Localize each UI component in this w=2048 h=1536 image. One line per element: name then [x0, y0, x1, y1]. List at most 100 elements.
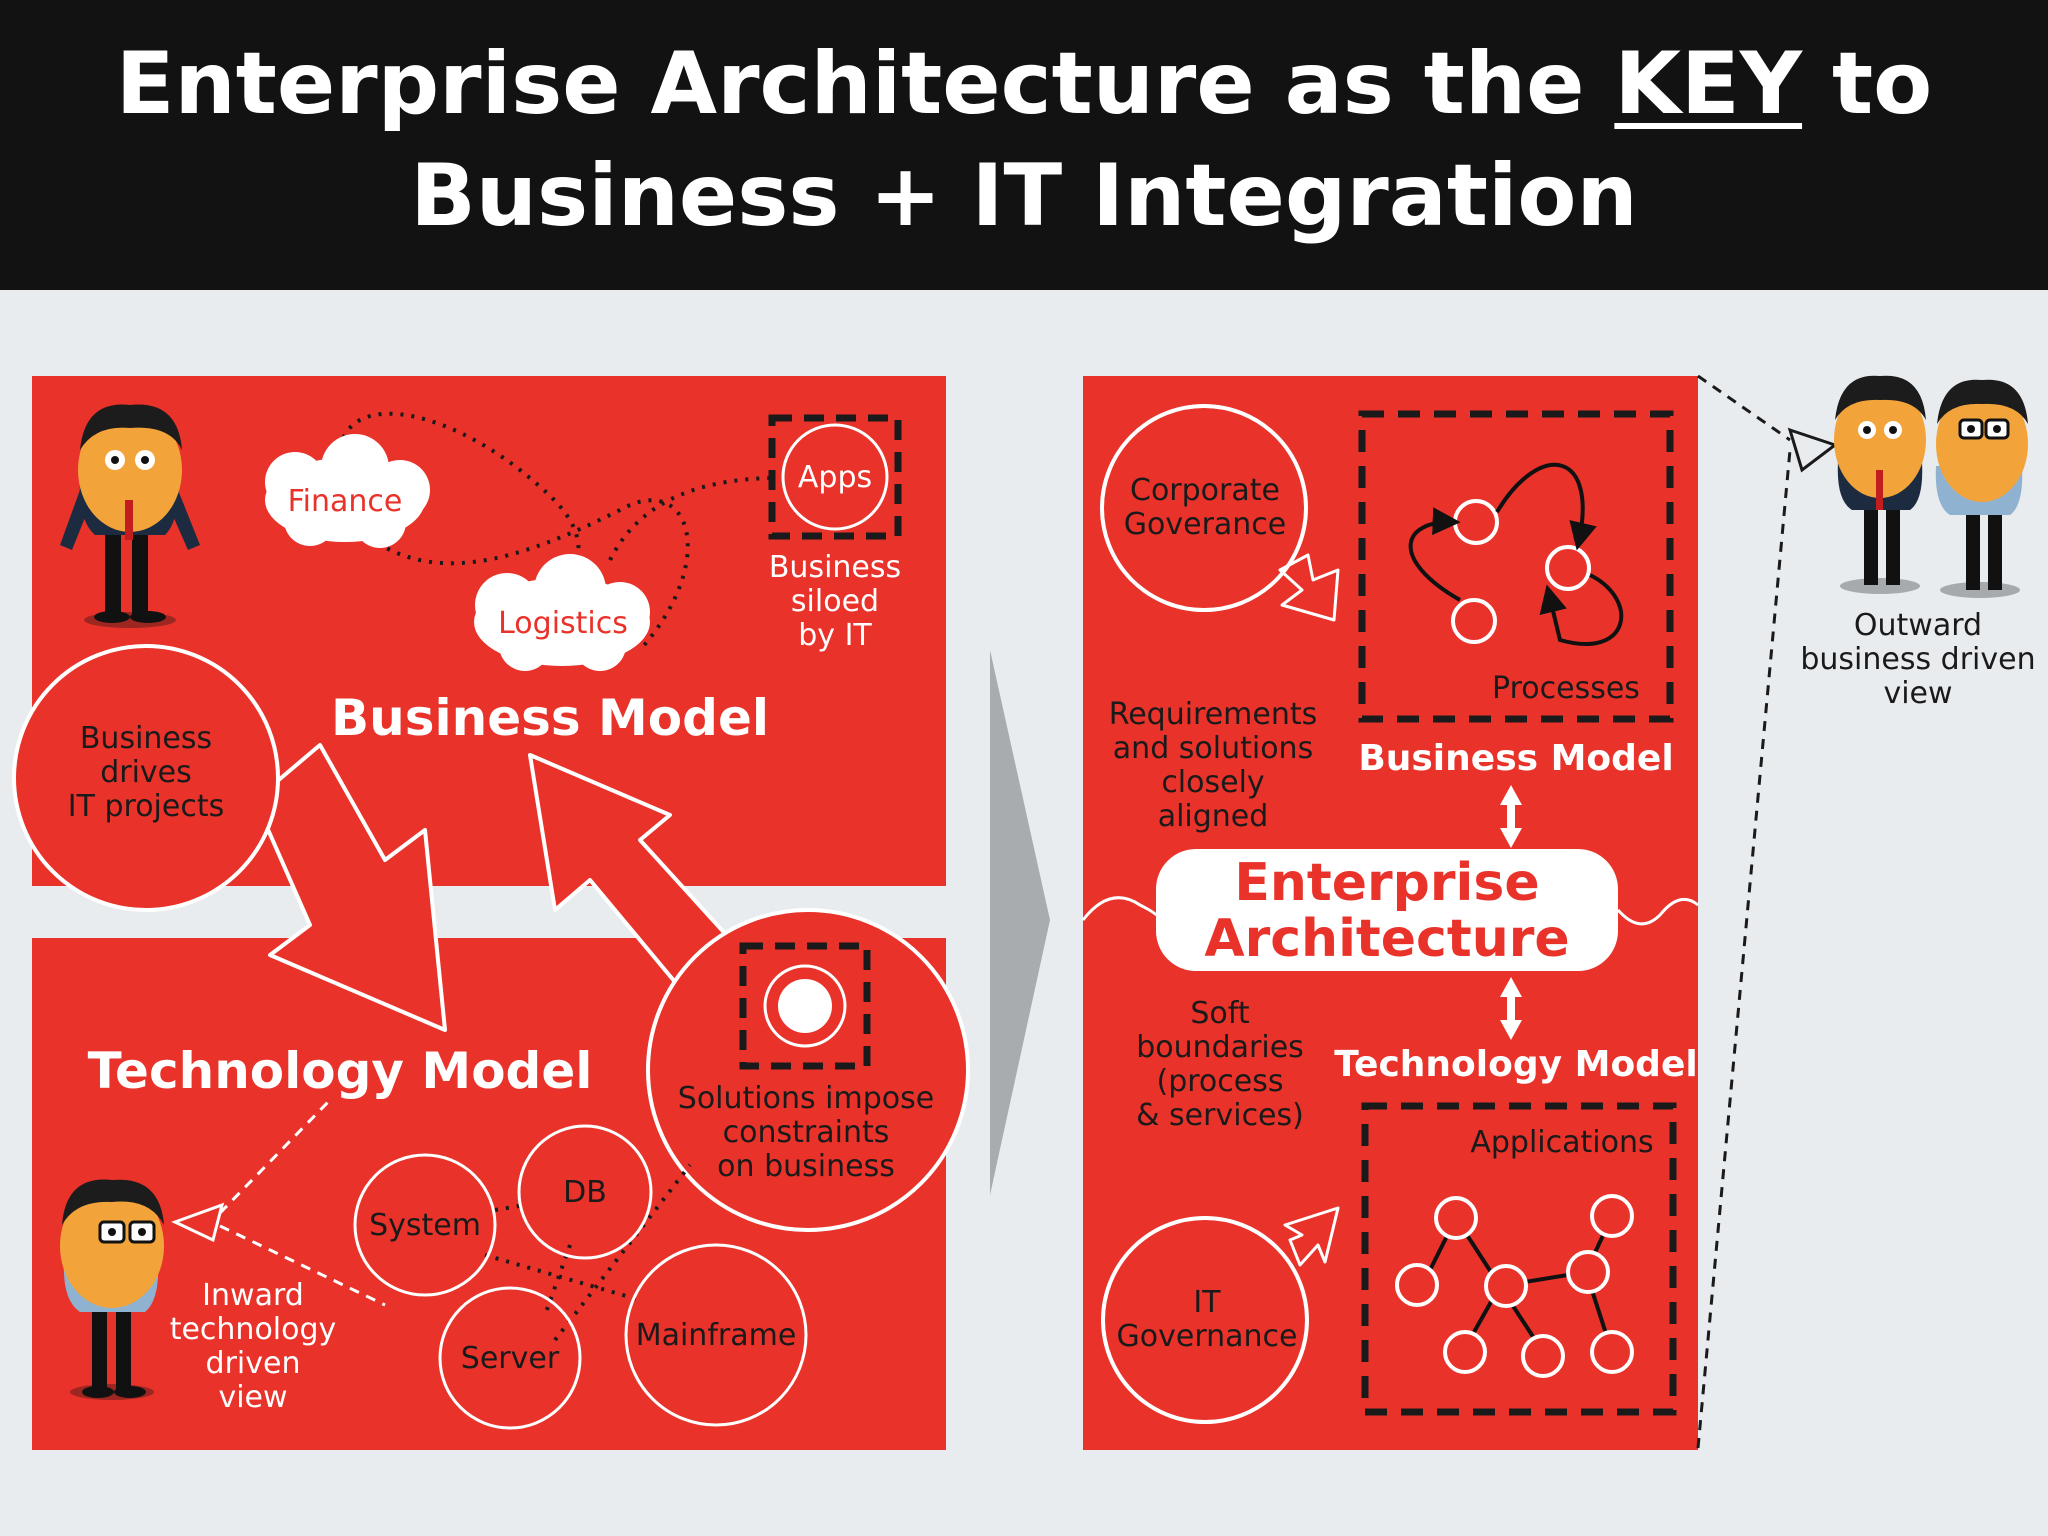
db-node	[517, 1124, 653, 1260]
silo-connector-line	[608, 476, 771, 561]
title-bar: Enterprise Architecture as the KEY to Bu…	[0, 0, 2048, 290]
soft-boundaries-line: & services)	[1136, 1098, 1304, 1133]
outward-view-lines	[1696, 374, 1792, 1449]
solutions-impose-line: Solutions impose	[678, 1081, 934, 1116]
outward-view-line: view	[1883, 676, 1952, 711]
requirements-text: Requirements and solutions closely align…	[1109, 697, 1318, 834]
business-model-heading: Business Model	[331, 689, 769, 747]
outward-business-person-icon	[1834, 375, 1926, 594]
processes-label: Processes	[1492, 671, 1640, 706]
applications-label: Applications	[1470, 1125, 1653, 1160]
business-siloed-line: by IT	[798, 618, 872, 653]
finance-cloud: Finance	[265, 434, 430, 548]
requirements-line: closely	[1161, 765, 1264, 800]
soft-boundaries-line: boundaries	[1136, 1030, 1304, 1065]
inward-view-lines	[218, 1098, 386, 1307]
process-node	[1545, 545, 1591, 591]
inward-view-line: Inward	[202, 1278, 304, 1313]
solution-dot	[778, 979, 832, 1033]
title-text-end: to	[1802, 34, 1933, 134]
business-drives-text: Business drives IT projects	[68, 721, 224, 824]
slide-title-line-2: Business + IT Integration	[410, 146, 1638, 246]
finance-label: Finance	[288, 484, 403, 519]
enterprise-architecture-text: Enterprise Architecture	[1204, 853, 1569, 969]
logistics-cloud: Logistics	[474, 554, 650, 671]
process-node	[1451, 598, 1497, 644]
server-label: Server	[461, 1341, 560, 1376]
outward-view-line: Outward	[1854, 608, 1982, 643]
system-label: System	[369, 1208, 481, 1243]
it-governance-outline-arrow	[1283, 1206, 1340, 1267]
double-arrow-icon	[1500, 977, 1522, 1040]
business-drives-circle	[12, 644, 280, 912]
process-flow-arrow	[1408, 507, 1461, 602]
inward-view-line: driven	[206, 1346, 301, 1381]
technology-model-heading: Technology Model	[88, 1042, 593, 1100]
enterprise-architecture-line: Enterprise	[1234, 853, 1539, 913]
business-drives-line: drives	[100, 755, 192, 790]
corporate-governance-line: Goverance	[1124, 507, 1287, 542]
apps-dashed-box	[768, 414, 902, 540]
outward-eye-icon	[1787, 427, 1839, 473]
right-technology-model-heading: Technology Model	[1334, 1044, 1697, 1085]
application-network	[1395, 1194, 1634, 1378]
system-node	[353, 1153, 497, 1297]
business-drives-arrow	[253, 743, 447, 1032]
it-governance-circle	[1101, 1216, 1309, 1424]
solutions-impose-line: on business	[717, 1149, 895, 1184]
solution-ring	[763, 964, 847, 1048]
title-text: Enterprise Architecture as the	[115, 34, 1615, 134]
logistics-label: Logistics	[498, 606, 628, 641]
corporate-governance-text: Corporate Goverance	[1124, 473, 1287, 542]
right-business-model-heading: Business Model	[1358, 738, 1673, 779]
inward-eye-icon	[171, 1202, 225, 1243]
outward-view-line: business driven	[1800, 642, 2035, 677]
outward-tech-person-icon	[1935, 379, 2028, 598]
applications-dashed-box	[1361, 1102, 1677, 1416]
outward-view-text: Outward business driven view	[1800, 608, 2035, 711]
solutions-impose-line: constraints	[723, 1115, 890, 1150]
it-governance-line: Governance	[1117, 1319, 1298, 1354]
inward-view-line: view	[218, 1380, 287, 1415]
business-person-icon	[60, 404, 200, 628]
governance-outline-arrow	[1278, 553, 1340, 622]
tech-person-icon	[60, 1179, 164, 1400]
title-key-word: KEY	[1614, 34, 1803, 134]
soft-boundaries-line: (process	[1157, 1064, 1284, 1099]
corporate-governance-circle	[1100, 404, 1308, 612]
db-label: DB	[563, 1175, 607, 1210]
inward-view-line: technology	[170, 1312, 337, 1347]
apps-circle	[781, 423, 889, 531]
requirements-line: aligned	[1158, 799, 1269, 834]
requirements-line: Requirements	[1109, 697, 1318, 732]
solutions-impose-text: Solutions impose constraints on business	[678, 1081, 934, 1184]
process-flow-arrow	[1495, 462, 1597, 551]
mainframe-node	[624, 1243, 808, 1427]
server-node	[438, 1286, 582, 1430]
double-arrow-icon	[1500, 785, 1522, 848]
it-governance-line: IT	[1193, 1285, 1221, 1320]
solution-dashed-box	[739, 942, 871, 1070]
transition-chevron	[990, 650, 1050, 1195]
business-siloed-text: Business siloed by IT	[769, 550, 901, 653]
it-governance-text: IT Governance	[1117, 1285, 1298, 1354]
enterprise-architecture-box	[1156, 849, 1618, 971]
soft-boundaries-line: Soft	[1190, 996, 1249, 1031]
slide-title-line-1: Enterprise Architecture as the KEY to	[0, 34, 2048, 134]
business-drives-line: Business	[80, 721, 212, 756]
inward-view-text: Inward technology driven view	[170, 1278, 337, 1415]
corporate-governance-line: Corporate	[1130, 473, 1280, 508]
requirements-line: and solutions	[1113, 731, 1313, 766]
silo-connector-line	[358, 498, 690, 652]
process-flow-arrow	[1539, 573, 1624, 647]
business-siloed-line: Business	[769, 550, 901, 585]
soft-boundaries-text: Soft boundaries (process & services)	[1136, 996, 1304, 1133]
processes-dashed-box	[1358, 410, 1674, 723]
business-siloed-line: siloed	[791, 584, 879, 619]
business-drives-line: IT projects	[68, 789, 224, 824]
silo-connector-line	[337, 411, 581, 602]
solutions-impose-circle	[646, 908, 970, 1232]
mainframe-label: Mainframe	[636, 1318, 797, 1353]
enterprise-architecture-line: Architecture	[1204, 909, 1569, 969]
